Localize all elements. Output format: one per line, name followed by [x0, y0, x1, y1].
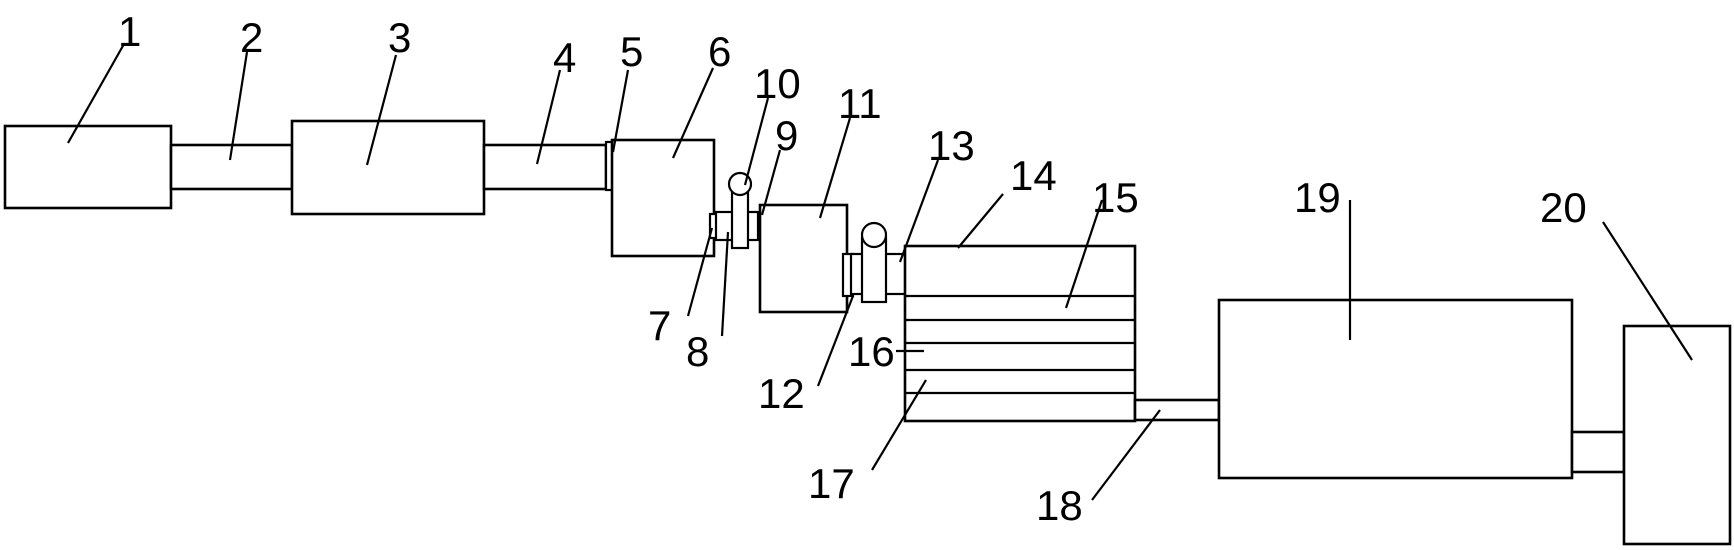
label-7: 7	[648, 302, 671, 349]
pipe-18	[1133, 398, 1221, 422]
leader-20	[1602, 221, 1693, 361]
pipe-4	[482, 143, 608, 191]
component-1	[3, 124, 173, 210]
component-11	[758, 203, 849, 314]
valve-stem-8	[730, 186, 750, 250]
leader-11	[818, 117, 852, 219]
label-6: 6	[708, 28, 731, 75]
component-20	[1622, 324, 1732, 546]
leader-4	[535, 69, 562, 165]
leader-9	[760, 149, 782, 216]
label-5: 5	[620, 28, 643, 75]
label-12: 12	[758, 370, 805, 417]
valve-handle-10	[727, 171, 753, 197]
leader-18	[1091, 409, 1161, 501]
leader-10	[743, 97, 770, 186]
label-19: 19	[1294, 174, 1341, 221]
component-6	[610, 138, 716, 258]
leader-17	[871, 379, 927, 471]
leader-13	[898, 159, 940, 263]
label-3: 3	[388, 14, 411, 61]
label-1: 1	[118, 8, 141, 55]
label-16: 16	[848, 328, 895, 375]
leader-3	[365, 54, 398, 166]
unit-14	[903, 244, 1137, 423]
label-10: 10	[754, 60, 801, 107]
label-20: 20	[1540, 184, 1587, 231]
leader-5	[611, 69, 630, 153]
pipe-19-20	[1570, 430, 1626, 474]
label-15: 15	[1092, 174, 1139, 221]
label-14: 14	[1010, 152, 1057, 199]
label-9: 9	[775, 112, 798, 159]
leader-6	[671, 67, 715, 159]
leader-2	[228, 51, 249, 161]
valve-handle-13	[860, 221, 888, 249]
leader-8	[720, 231, 730, 337]
label-4: 4	[553, 34, 576, 81]
leader-7	[686, 227, 714, 317]
leader-1	[67, 43, 125, 144]
leader-14	[957, 193, 1004, 249]
label-13: 13	[928, 122, 975, 169]
component-3	[290, 119, 486, 216]
label-18: 18	[1036, 482, 1083, 529]
label-11: 11	[838, 80, 882, 127]
leader-12	[816, 295, 855, 387]
label-8: 8	[686, 328, 709, 375]
label-17: 17	[808, 460, 855, 507]
leader-15	[1064, 199, 1104, 309]
component-19	[1217, 298, 1574, 480]
label-2: 2	[240, 14, 263, 61]
valve-stem-13	[860, 236, 888, 304]
